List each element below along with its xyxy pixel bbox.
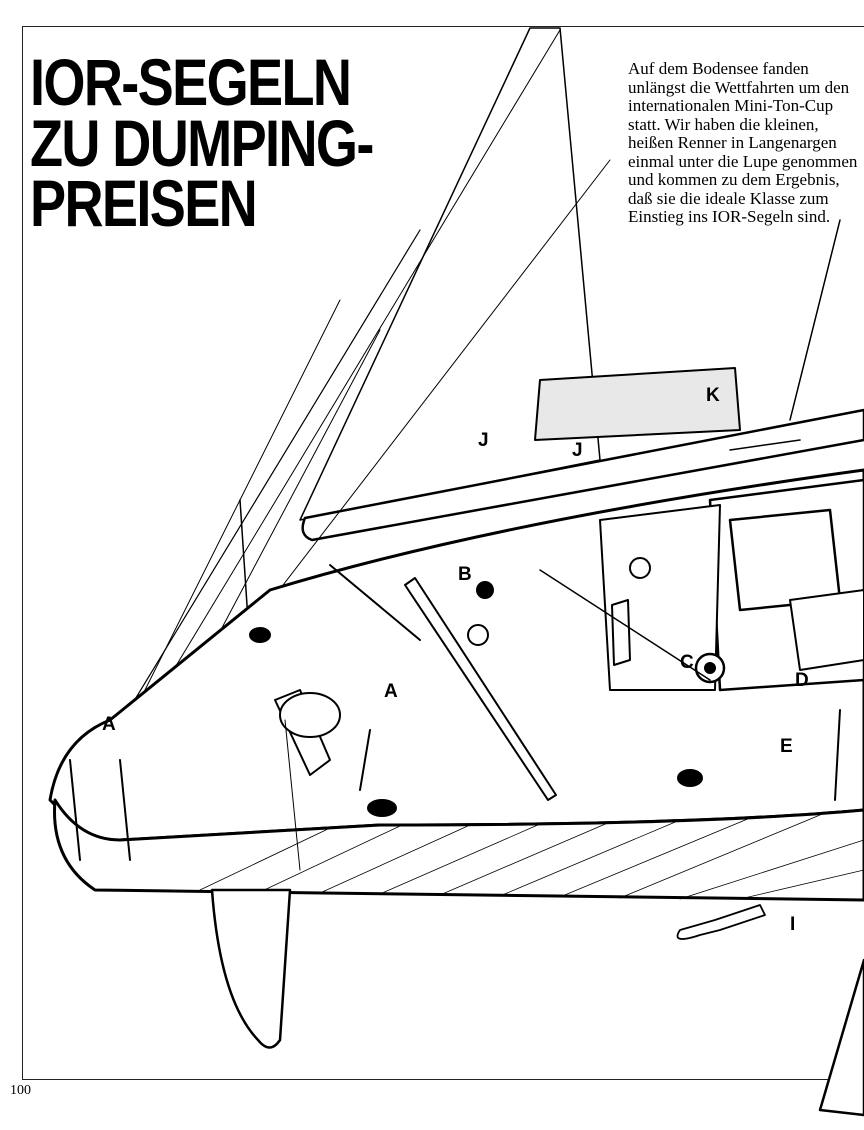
- headline: IOR-SEGELN ZU DUMPING- PREISEN: [30, 45, 450, 241]
- boom: [301, 408, 864, 542]
- label-k: K: [706, 385, 720, 406]
- headline-line-3: PREISEN: [30, 166, 258, 241]
- headline-line-1: IOR-SEGELN: [30, 45, 352, 119]
- label-i: I: [790, 914, 795, 935]
- hull-side: [53, 798, 864, 902]
- rudder: [210, 888, 292, 1049]
- label-a-bow: A: [102, 714, 116, 735]
- label-d: D: [795, 670, 809, 691]
- label-b: B: [458, 564, 472, 585]
- label-e: E: [780, 736, 793, 757]
- keel: [818, 958, 864, 1117]
- sail-window: [534, 367, 741, 441]
- label-a-deck: A: [384, 681, 398, 702]
- label-j-mainsail: J: [478, 430, 489, 451]
- callout-labels: A A B C D E I J J K: [102, 385, 809, 935]
- page-frame: [22, 26, 864, 1080]
- intro-paragraph: Auf dem Bodensee fanden unlängst die Wet…: [628, 59, 858, 226]
- label-j-boom: J: [572, 440, 583, 461]
- label-c: C: [680, 652, 694, 673]
- headline-line-2: ZU DUMPING-: [30, 105, 374, 180]
- page-number: 100: [10, 1083, 31, 1098]
